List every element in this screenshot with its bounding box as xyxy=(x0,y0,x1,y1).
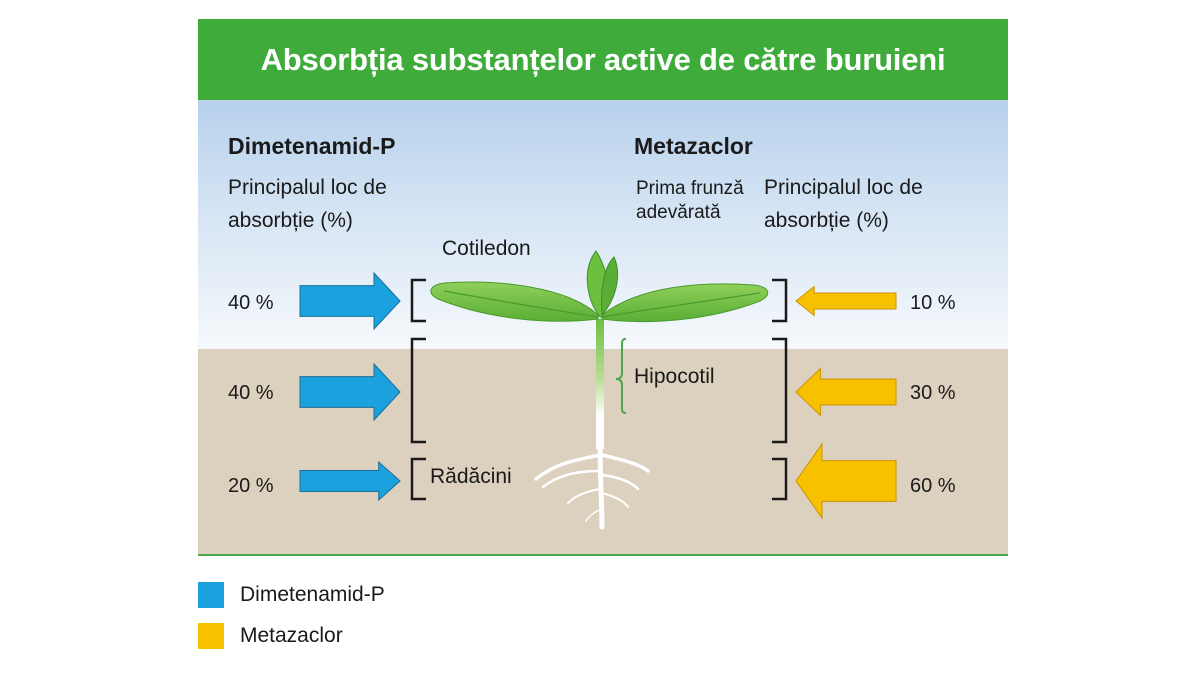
right-percent-roots: 60 % xyxy=(910,475,956,497)
plant-and-arrows-art xyxy=(299,250,897,530)
cotyledon-left xyxy=(430,281,599,322)
cotiledon-label: Cotiledon xyxy=(442,237,531,260)
first-leaf-label: Prima frunză adevărată xyxy=(636,178,744,223)
seedling xyxy=(430,250,769,530)
left-percent-cotyledon: 40 % xyxy=(228,292,274,314)
left-heading: Dimetenamid-P xyxy=(228,133,396,159)
hypocotyl-bracket xyxy=(615,338,627,414)
absorption-arrows xyxy=(299,271,897,520)
radacini-label: Rădăcini xyxy=(430,465,512,488)
diagram-title: Absorbția substanțelor active de către b… xyxy=(260,41,946,77)
left-arrow-3 xyxy=(299,460,401,502)
bracket-right-cotyledon xyxy=(772,278,788,323)
right-subtitle-line2: absorbție (%) xyxy=(764,209,889,232)
bracket-left-hypocotyl xyxy=(410,337,426,444)
right-percent-first-leaf: 10 % xyxy=(910,292,956,314)
roots xyxy=(534,436,650,530)
soil-bottom-line xyxy=(198,554,1008,556)
right-arrow-1 xyxy=(795,285,897,317)
left-arrow-1 xyxy=(299,271,401,331)
right-subtitle-line1: Principalul loc de xyxy=(764,176,923,199)
legend-swatch-blue xyxy=(198,582,224,608)
left-subtitle-line1: Principalul loc de xyxy=(228,176,387,199)
legend-item-metazaclor: Metazaclor xyxy=(198,623,343,649)
bracket-left-cotyledon xyxy=(410,278,426,323)
legend-swatch-yellow xyxy=(198,623,224,649)
legend-label-dimetenamid: Dimetenamid-P xyxy=(240,583,385,606)
bracket-right-roots xyxy=(772,457,788,501)
right-heading: Metazaclor xyxy=(634,133,753,159)
left-subtitle-line2: absorbție (%) xyxy=(228,209,353,232)
cotyledon-right xyxy=(601,283,769,323)
brackets xyxy=(410,278,788,501)
absorption-diagram: Absorbția substanțelor active de către b… xyxy=(198,19,1008,556)
bracket-left-roots xyxy=(410,457,426,501)
left-percent-roots: 20 % xyxy=(228,475,274,497)
right-arrow-2 xyxy=(795,367,897,417)
bracket-right-hypocotyl xyxy=(772,337,788,444)
diagram-title-bar: Absorbția substanțelor active de către b… xyxy=(198,19,1008,100)
stem xyxy=(596,319,604,449)
right-percent-hypocotyl: 30 % xyxy=(910,382,956,404)
legend-item-dimetenamid: Dimetenamid-P xyxy=(198,582,385,608)
left-percent-hypocotyl: 40 % xyxy=(228,382,274,404)
hipocotil-label: Hipocotil xyxy=(634,365,715,388)
left-arrow-2 xyxy=(299,362,401,422)
legend-label-metazaclor: Metazaclor xyxy=(240,624,343,647)
right-arrow-3 xyxy=(795,442,897,520)
